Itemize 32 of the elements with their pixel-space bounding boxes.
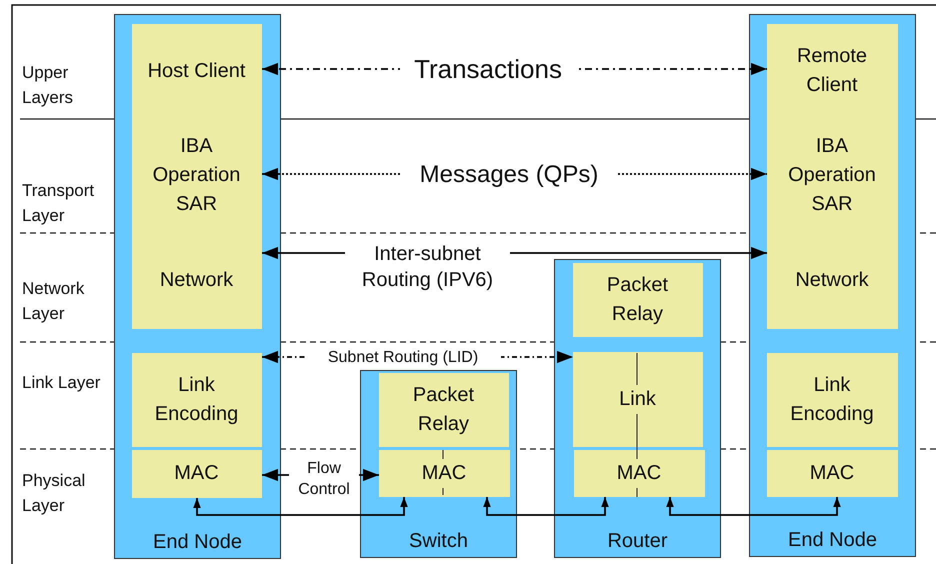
layer-name: Link [619, 384, 656, 414]
arrow [666, 497, 841, 516]
layer-label: Transport Layer [22, 180, 96, 227]
layer-box [766, 450, 898, 496]
device-name: Switch [409, 530, 468, 552]
layer-box [574, 450, 704, 496]
layer-box [378, 372, 508, 446]
layer-box [378, 450, 510, 496]
layer-name: MAC [616, 458, 662, 488]
layer-box [132, 24, 262, 118]
layer-box [132, 352, 262, 446]
layer-box [766, 24, 898, 118]
layer-box [766, 232, 898, 328]
arrow [193, 497, 408, 516]
layer-label: Network Layer [22, 278, 86, 325]
layer-label: Physical Layer [22, 470, 86, 517]
device-box [360, 370, 517, 558]
device-name: End Node [153, 531, 242, 553]
layer-box [766, 352, 898, 446]
device-name: End Node [788, 529, 877, 551]
layer-box [572, 262, 702, 336]
layer-box [132, 450, 262, 498]
layer-label: Upper Layers [22, 62, 74, 109]
layer-name: MAC [422, 458, 466, 488]
layer-label: Link Layer [22, 372, 102, 394]
arrow [483, 497, 609, 516]
layer-box [132, 232, 262, 328]
device-box [114, 14, 281, 559]
device-box [749, 14, 916, 557]
layer-box [572, 352, 702, 446]
device-box [554, 259, 721, 558]
device-name: Router [607, 530, 668, 552]
